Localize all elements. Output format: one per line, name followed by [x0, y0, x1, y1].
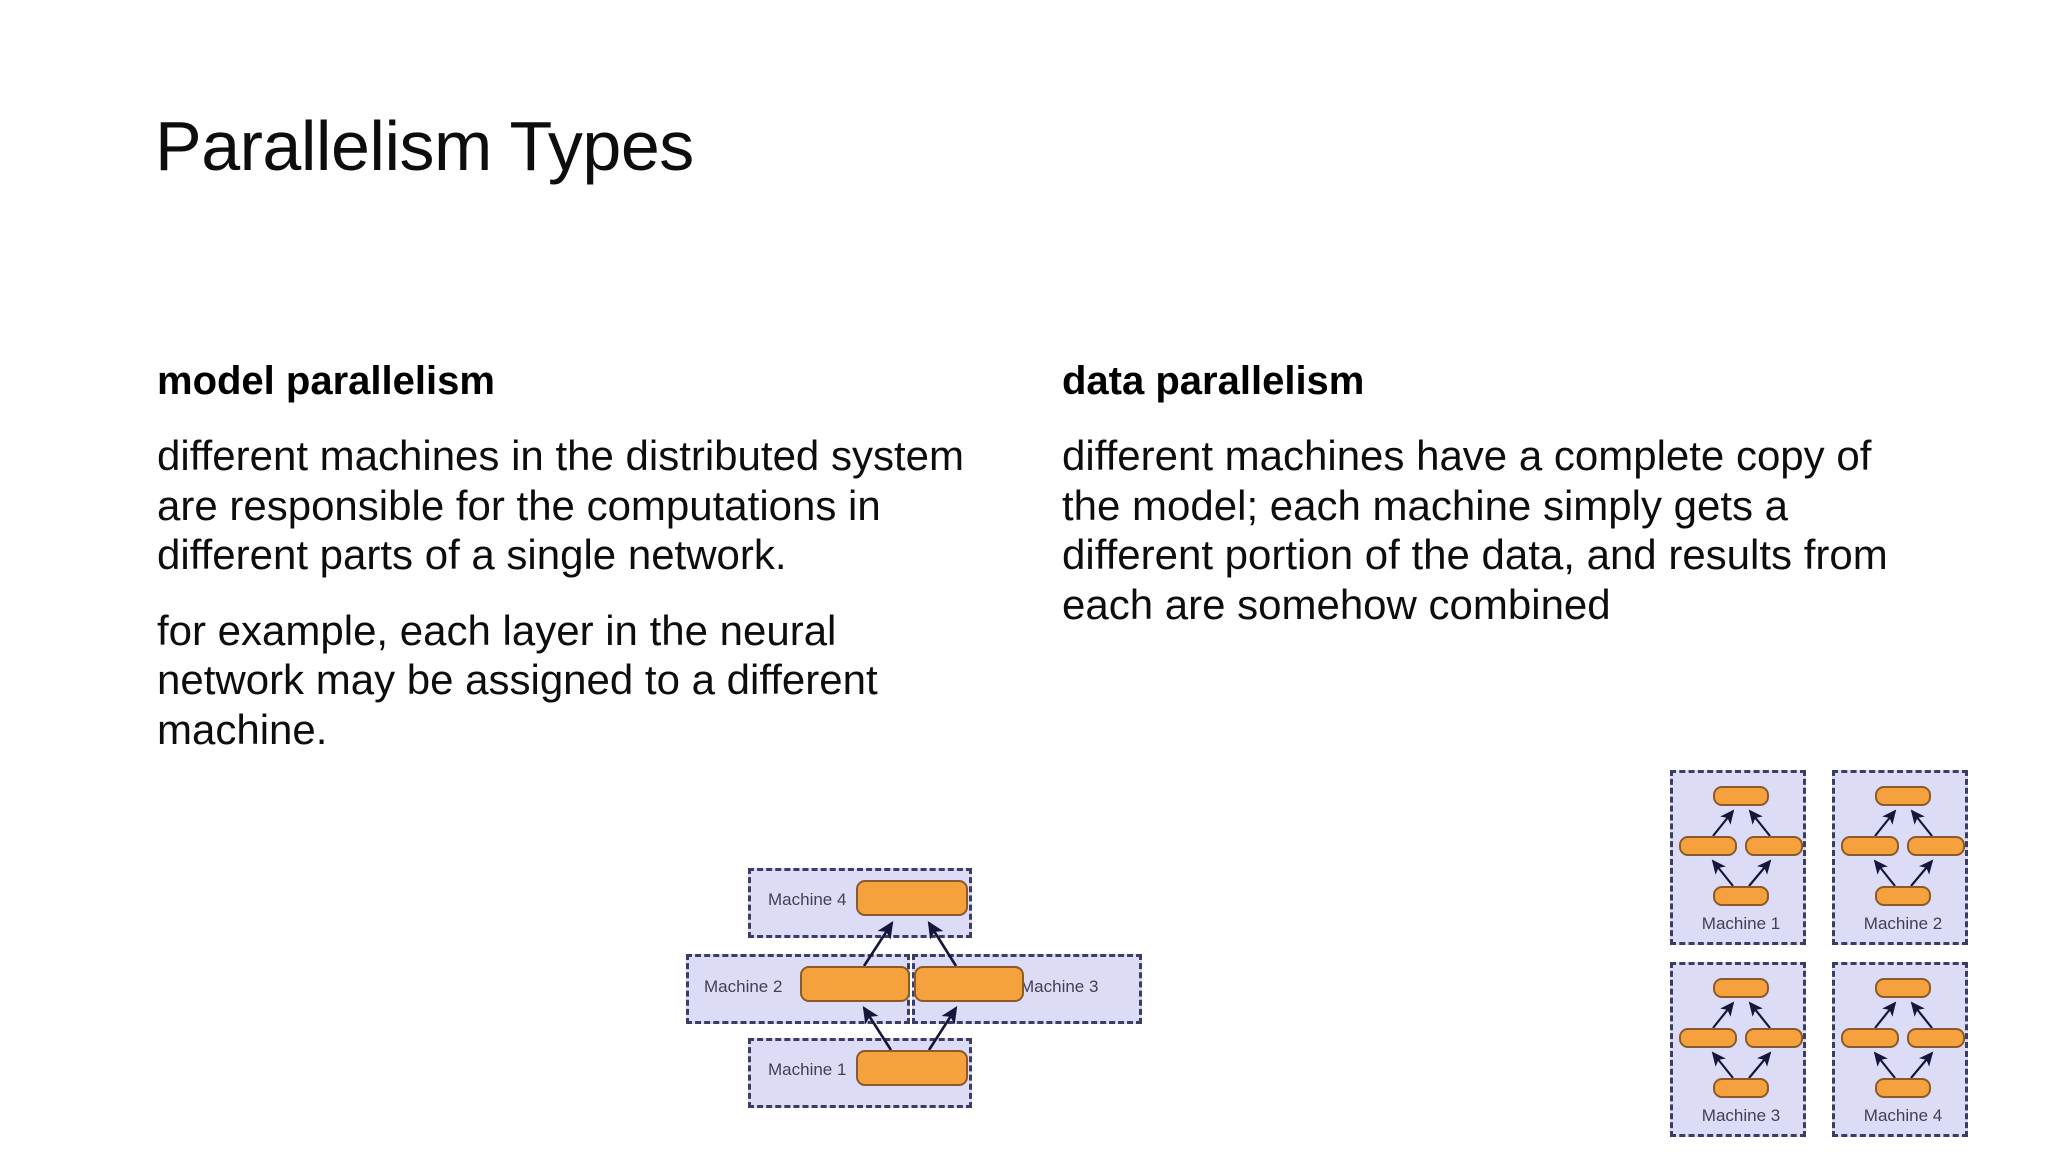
machine-panel-machine4: Machine 4: [1832, 962, 1968, 1137]
network-node-middle-left: [1841, 1028, 1899, 1048]
page-title: Parallelism Types: [155, 107, 694, 185]
network-node-middle-left: [1679, 1028, 1737, 1048]
layer-node-machine3: [914, 966, 1024, 1002]
network-graphic-machine3: [1673, 965, 1809, 1140]
machine-panel-machine1: Machine 1: [1670, 770, 1806, 945]
network-node-bottom: [1875, 1078, 1931, 1098]
network-node-middle-right: [1907, 1028, 1965, 1048]
network-graphic-machine4: [1835, 965, 1971, 1140]
model-parallelism-diagram: Machine 4 Machine 2 Machine 3 Machine 1: [686, 868, 1142, 1110]
network-node-top: [1713, 786, 1769, 806]
machine-label-machine3: Machine 3: [1701, 1106, 1781, 1125]
data-parallelism-heading: data parallelism: [1062, 359, 1365, 403]
network-node-middle-right: [1745, 1028, 1803, 1048]
data-parallelism-diagram: Machine 1 Machine 2: [1670, 770, 1970, 1152]
machine-label-machine4: Machine 4: [1863, 1106, 1943, 1125]
network-node-top: [1875, 786, 1931, 806]
machine-panel-machine2: Machine 2: [1832, 770, 1968, 945]
layer-node-machine1: [856, 1050, 968, 1086]
column-data-parallelism: data parallelism different machines have…: [1062, 358, 1922, 629]
column-model-parallelism: model parallelism different machines in …: [157, 358, 987, 754]
machine-label-machine2: Machine 2: [704, 977, 783, 996]
network-node-bottom: [1713, 1078, 1769, 1098]
machine-label-machine3: Machine 3: [1020, 977, 1099, 996]
model-parallelism-heading: model parallelism: [157, 359, 495, 403]
network-node-top: [1713, 978, 1769, 998]
network-node-middle-left: [1841, 836, 1899, 856]
machine-label-machine1: Machine 1: [768, 1060, 847, 1079]
machine-label-machine1: Machine 1: [1701, 914, 1781, 933]
network-node-top: [1875, 978, 1931, 998]
network-node-middle-left: [1679, 836, 1737, 856]
network-node-bottom: [1875, 886, 1931, 906]
machine-label-machine2: Machine 2: [1863, 914, 1943, 933]
network-node-middle-right: [1907, 836, 1965, 856]
data-parallelism-paragraph-1: different machines have a complete copy …: [1062, 432, 1888, 628]
machine-panel-machine3: Machine 3: [1670, 962, 1806, 1137]
layer-node-machine4: [856, 880, 968, 916]
machine-label-machine4: Machine 4: [768, 890, 847, 909]
network-node-middle-right: [1745, 836, 1803, 856]
model-parallelism-paragraph-1: different machines in the distributed sy…: [157, 432, 964, 579]
layer-node-machine2: [800, 966, 910, 1002]
model-parallelism-paragraph-2: for example, each layer in the neural ne…: [157, 606, 878, 753]
network-node-bottom: [1713, 886, 1769, 906]
